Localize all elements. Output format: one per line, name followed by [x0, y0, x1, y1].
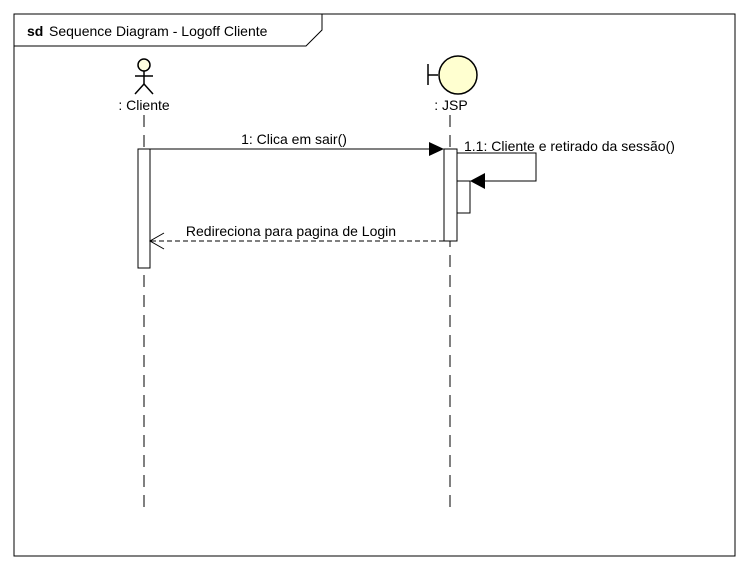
- message-3-open-arrowhead: [148, 232, 165, 250]
- message-1-label: 1: Clica em sair(): [241, 131, 347, 147]
- message-2-self-call-line: [457, 152, 537, 182]
- boundary-activation-bar: [443, 148, 458, 242]
- diagram-frame: [13, 13, 736, 557]
- frame-title-tab: [13, 13, 323, 47]
- frame-keyword: sd: [27, 23, 43, 39]
- self-call-activation-bar: [456, 180, 471, 214]
- stick-figure-actor-icon: [134, 58, 154, 95]
- message-2-arrowhead: [470, 173, 485, 189]
- actor-activation-bar: [137, 148, 151, 269]
- boundary-lifeline-label: : JSP: [434, 97, 467, 113]
- actor-lifeline-label: : Cliente: [118, 97, 170, 113]
- message-1-arrowhead: [429, 142, 444, 156]
- frame-title: Sequence Diagram - Logoff Cliente: [49, 23, 268, 39]
- message-2-label: 1.1: Cliente e retirado da sessão(): [464, 138, 675, 154]
- message-3-label: Redireciona para pagina de Login: [186, 223, 396, 239]
- boundary-icon: [427, 55, 478, 95]
